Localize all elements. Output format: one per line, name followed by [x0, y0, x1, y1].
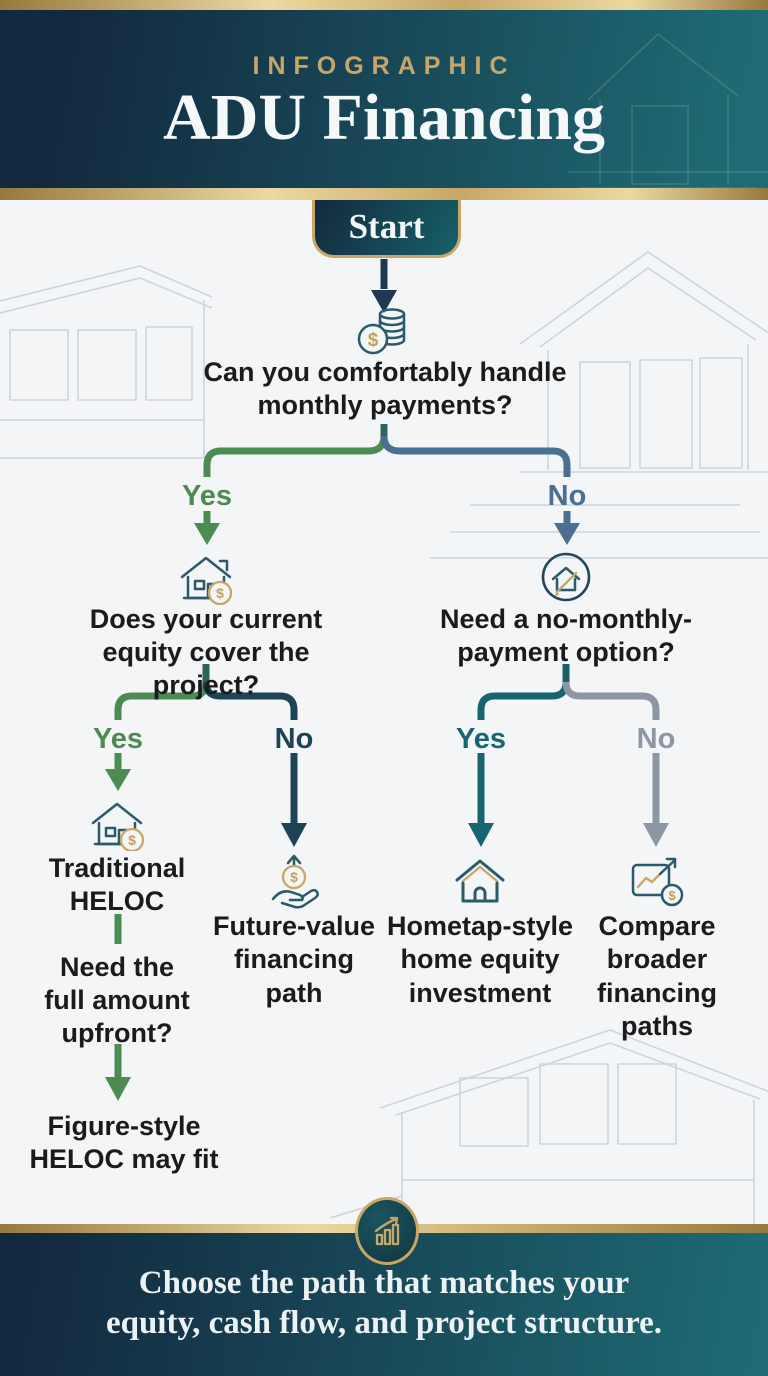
question-monthly-payments: Can you comfortably handle monthly payme… [203, 357, 567, 420]
branch-label-no-2l: No [274, 723, 314, 755]
branch-label-no-2r: No [636, 723, 676, 755]
growth-chart-badge [355, 1197, 419, 1265]
hand-coin-icon: $ [271, 854, 319, 909]
branch-label-yes-1: Yes [182, 480, 232, 512]
question-equity-covers: Does your current equity cover the proje… [89, 604, 323, 700]
svg-text:$: $ [128, 832, 136, 848]
question-no-monthly-option: Need a no-monthly- payment option? [439, 604, 692, 667]
house-icon [455, 859, 505, 903]
question-full-amount-upfront: Need the full amount upfront? [44, 952, 190, 1048]
coins-icon: $ [357, 308, 406, 355]
gold-divider [0, 188, 768, 200]
branch-label-yes-2l: Yes [93, 723, 143, 755]
gold-border-top [0, 0, 768, 10]
footer-text: Choose the path that matches your equity… [105, 1265, 663, 1342]
start-label: Start [348, 206, 425, 246]
outcome-figure-heloc: Figure-style HELOC may fit [29, 1111, 219, 1175]
start-node: Start [312, 198, 461, 258]
house-sketch-circle-icon [541, 552, 591, 602]
kicker: INFOGRAPHIC [252, 52, 516, 80]
chart-dollar-icon: $ [631, 857, 684, 907]
house-dollar-icon: $ [180, 556, 233, 605]
branch-label-yes-2r: Yes [456, 723, 506, 755]
svg-text:$: $ [290, 869, 298, 885]
house-coin-icon: $ [91, 802, 145, 851]
svg-text:$: $ [668, 888, 676, 903]
outcome-hometap: Hometap-style home equity investment [386, 911, 574, 1008]
header: INFOGRAPHIC ADU Financing [0, 0, 768, 200]
outcome-compare: Compare broader financing paths [597, 911, 717, 1042]
footer: Choose the path that matches your equity… [0, 1233, 768, 1376]
outcome-traditional-heloc: Traditional HELOC [48, 853, 186, 917]
svg-text:$: $ [368, 330, 379, 351]
svg-text:$: $ [216, 585, 224, 601]
outcome-future-value: Future-value financing path [212, 911, 376, 1008]
branch-label-no-1: No [547, 480, 587, 512]
page-title: ADU Financing [163, 81, 605, 154]
growth-chart-icon [374, 1216, 400, 1246]
